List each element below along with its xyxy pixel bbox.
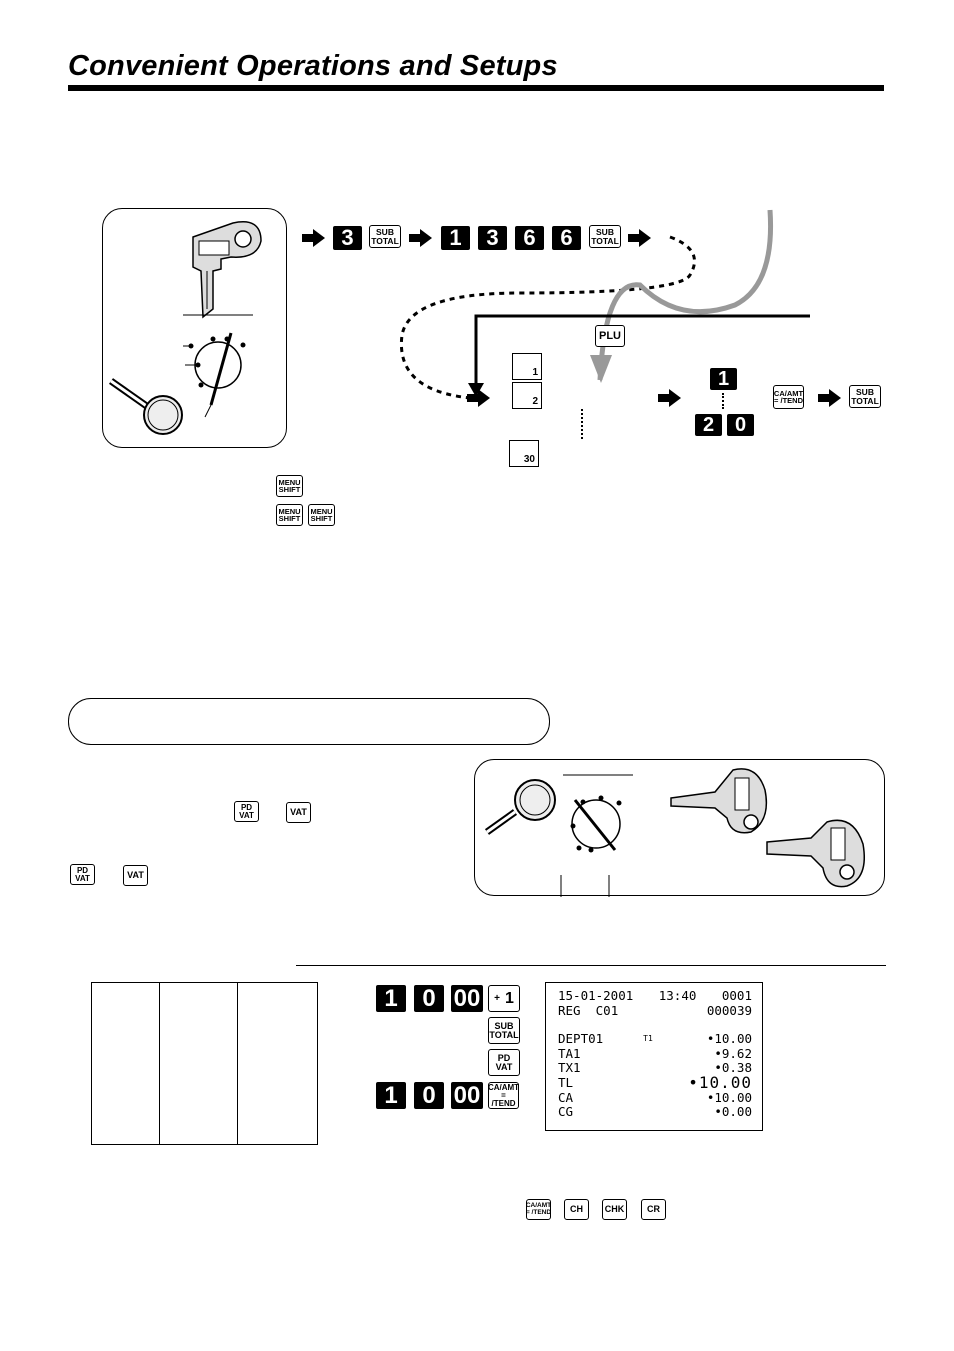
dashed-flow-line <box>399 235 696 400</box>
ch-key[interactable]: CH <box>564 1199 589 1220</box>
title-rule <box>68 85 884 91</box>
plu-key-2[interactable]: 2 <box>512 382 542 409</box>
ca-amt-tend-key[interactable]: CA/AMT= /TEND <box>487 1082 520 1109</box>
section-separator <box>296 965 886 966</box>
grey-arrow-head <box>590 355 612 383</box>
digit-key[interactable]: 0 <box>414 1082 444 1109</box>
receipt-line: CG•0.00 <box>558 1104 752 1120</box>
double-zero-key[interactable]: 00 <box>451 1082 483 1109</box>
receipt-total-line: TL•10.00 <box>558 1072 752 1092</box>
digit-key[interactable]: 1 <box>376 1082 406 1109</box>
vertical-dots <box>581 409 583 439</box>
digit-key[interactable]: 3 <box>478 226 507 250</box>
vat-key[interactable]: VAT <box>123 865 148 886</box>
flow-lines <box>399 209 810 400</box>
program-key-icon <box>766 819 865 888</box>
plus1-key[interactable]: +1 <box>488 985 520 1012</box>
mode-switch-dial-icon <box>183 314 253 418</box>
ca-amt-tend-key[interactable]: CA/AMT = /TEND <box>526 1199 551 1220</box>
loop-bracket <box>474 314 810 387</box>
vertical-dots <box>722 393 724 409</box>
digit-key[interactable]: 0 <box>414 985 444 1012</box>
plu-key-30[interactable]: 30 <box>509 440 539 467</box>
digit-key[interactable]: 6 <box>552 226 581 250</box>
cr-key[interactable]: CR <box>641 1199 666 1220</box>
program-key-icon <box>192 221 262 319</box>
chk-key[interactable]: CHK <box>602 1199 627 1220</box>
section-heading-pill <box>68 698 550 745</box>
vat-key[interactable]: VAT <box>286 802 311 823</box>
plu-key-1[interactable]: 1 <box>512 353 542 380</box>
receipt-line: CA•10.00 <box>558 1089 752 1105</box>
mode-switch-illustration <box>484 768 865 897</box>
mode-switch-illustration-box <box>474 759 885 897</box>
digit-key[interactable]: 3 <box>333 226 362 250</box>
digit-key[interactable]: 1 <box>441 226 470 250</box>
magnifier-icon <box>484 779 556 835</box>
double-zero-key[interactable]: 00 <box>451 985 483 1012</box>
digit-key[interactable]: 0 <box>727 414 754 436</box>
rate-table <box>91 982 318 1145</box>
receipt-line: TA1•9.62 <box>558 1045 752 1061</box>
ca-amt-tend-key[interactable]: CA/AMT= /TEND <box>773 385 804 409</box>
digit-key[interactable]: 1 <box>376 985 406 1012</box>
digit-key[interactable]: 2 <box>695 414 722 436</box>
page-title: Convenient Operations and Setups <box>68 50 558 82</box>
digit-key[interactable]: 1 <box>710 368 737 390</box>
plu-key[interactable]: PLU <box>595 325 625 347</box>
operator-key-icon <box>670 768 768 834</box>
mode-key-illustration-box <box>102 208 287 448</box>
mode-key-illustration <box>108 221 262 435</box>
receipt-line: TX1•0.38 <box>558 1060 752 1076</box>
digit-key[interactable]: 6 <box>515 226 544 250</box>
magnifier-icon <box>108 378 183 435</box>
grey-curve-arrow <box>597 209 774 381</box>
mode-switch-dial-icon <box>560 774 633 897</box>
